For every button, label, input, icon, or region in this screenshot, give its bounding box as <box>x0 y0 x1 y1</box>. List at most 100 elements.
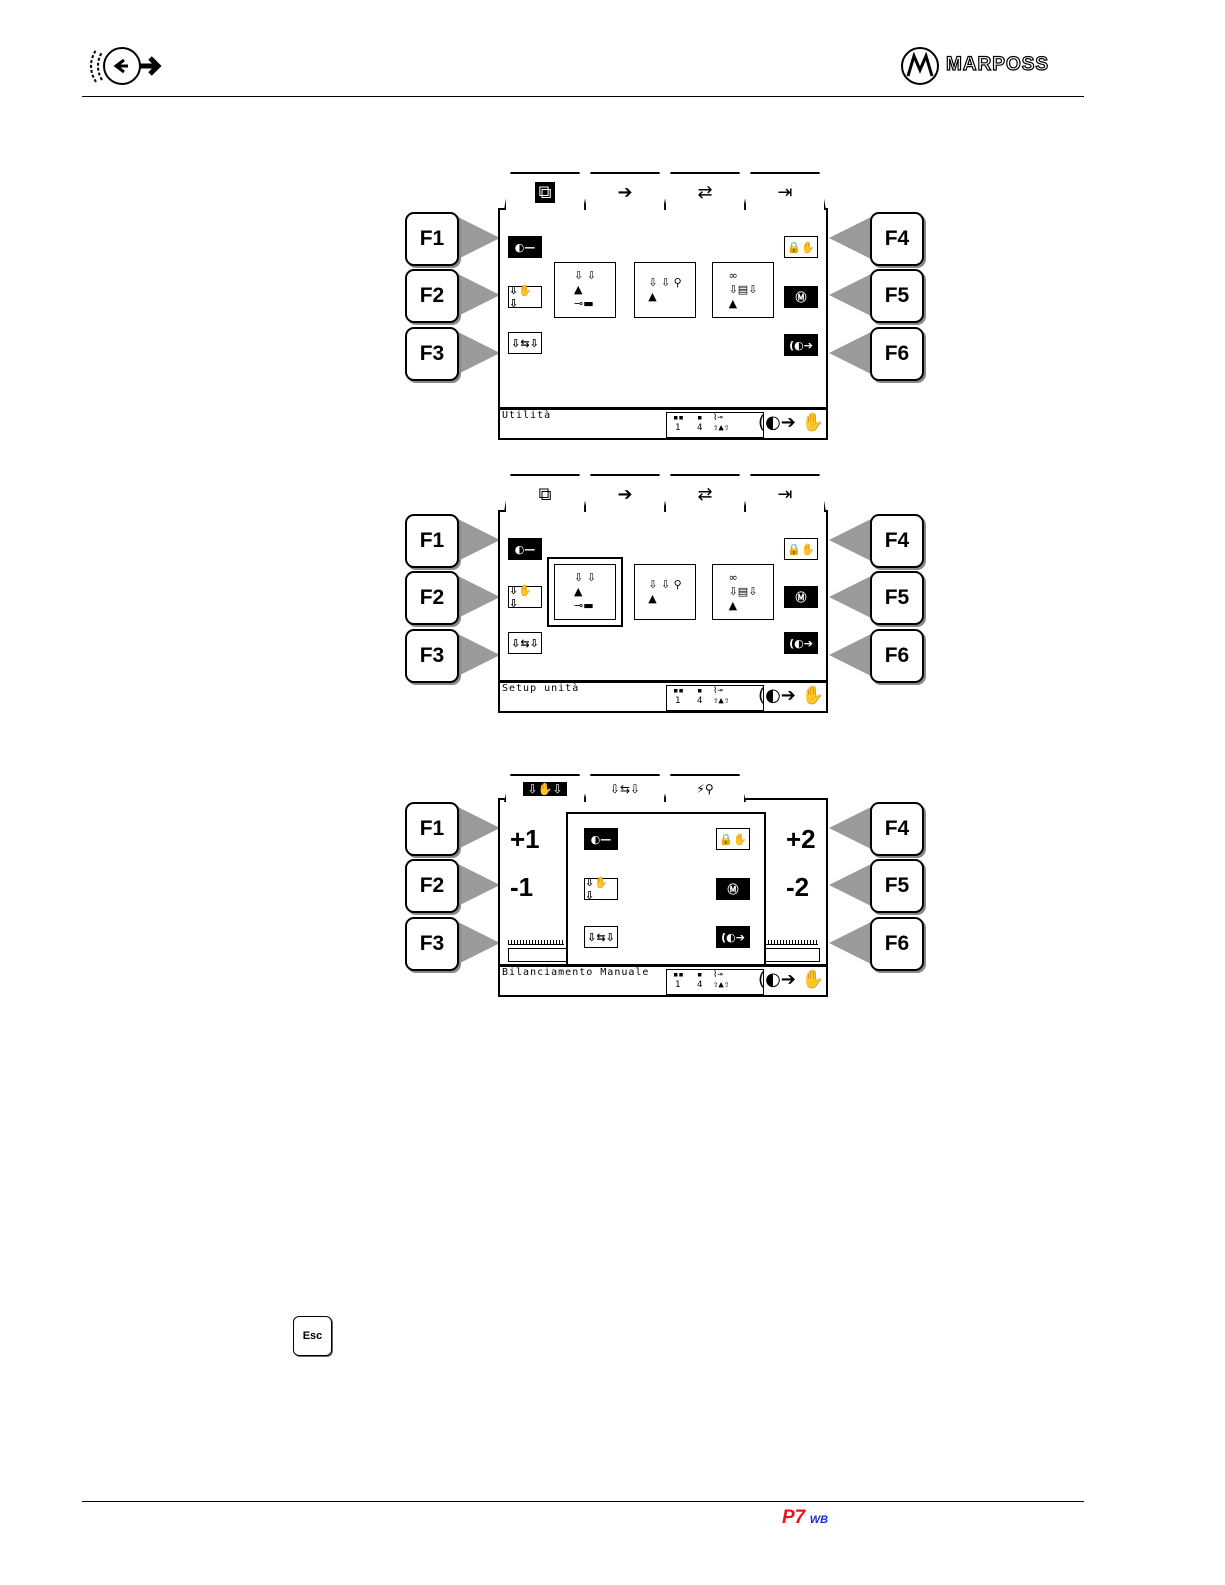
f1-key[interactable]: F1 <box>405 514 459 568</box>
tab-exit[interactable]: ⇥ <box>744 172 826 210</box>
lcd-screen-manual-balance: ⇩✋⇩ ⇩⇆⇩ ⚡⚲ +1 -1 +2 -2 ◐— ⇩✋⇩ ⇩⇆⇩ 🔒✋ Ⓜ (… <box>498 774 828 997</box>
indicator-1: 1 <box>675 980 681 990</box>
manual-balance-icon: ⇩✋⇩ <box>508 584 542 610</box>
status-text: Utilità <box>502 410 552 421</box>
lcd-screen-setup: ⧉ ➔ ⇄ ⇥ ◐— ⇩✋⇩ ⇩⇆⇩ 🔒✋ Ⓜ (◐➔ ⇩ ⇩▲⊸▬ ⇩ ⇩ ⚲… <box>498 474 828 713</box>
f6-key[interactable]: F6 <box>870 917 924 971</box>
manual-balance-icon: ⇩✋⇩ <box>508 284 542 310</box>
f3-key[interactable]: F3 <box>405 917 459 971</box>
minus2-label: -2 <box>786 872 810 902</box>
folder-view-docs-icon[interactable]: ∞⇩▤⇩▲ <box>712 262 774 318</box>
f2-key[interactable]: F2 <box>405 571 459 625</box>
tab-sensor[interactable]: ⚡⚲ <box>664 774 746 802</box>
auto-balance-icon[interactable]: ⇩⇆⇩ <box>584 926 618 948</box>
plus2-label: +2 <box>786 824 816 854</box>
f1-key[interactable]: F1 <box>405 802 459 856</box>
key-icon: ⌇⊸ <box>713 970 723 980</box>
signal-exchange-icon: ⇄ <box>697 181 713 203</box>
tab-bar: ⇩✋⇩ ⇩⇆⇩ ⚡⚲ <box>500 772 830 802</box>
tab-exit[interactable]: ⇥ <box>744 474 826 512</box>
manual-balance-icon[interactable]: ⇩✋⇩ <box>584 876 618 902</box>
f4-key[interactable]: F4 <box>870 802 924 856</box>
header-left-logo <box>86 42 166 90</box>
plus1-label: +1 <box>510 824 540 854</box>
m-mode-icon: Ⓜ <box>784 286 818 308</box>
f5-key[interactable]: F5 <box>870 571 924 625</box>
balancer-logo-icon <box>90 47 162 85</box>
scale-left <box>508 940 564 945</box>
balance-target-icon: ◐— <box>508 538 542 560</box>
f6-key[interactable]: F6 <box>870 629 924 683</box>
auto-balance-icon: ⇩⇆⇩ <box>609 782 641 796</box>
f3-key[interactable]: F3 <box>405 629 459 683</box>
tab-bar: ⧉ ➔ ⇄ ⇥ <box>500 472 830 512</box>
indicator-4: 4 <box>697 980 703 990</box>
f5-key[interactable]: F5 <box>870 859 924 913</box>
exit-icon: ⇥ <box>777 483 793 505</box>
balancer-logo-small-icon: (◐➔ <box>784 334 818 356</box>
folder-unit-setup-icon[interactable]: ⇩ ⇩▲⊸▬ <box>554 262 616 318</box>
balance-target-icon: ◐— <box>508 236 542 258</box>
toolbox-icon: ⧉ <box>534 483 556 505</box>
f3-key[interactable]: F3 <box>405 327 459 381</box>
tab-bar: ⧉ ➔ ⇄ ⇥ <box>500 170 830 210</box>
exit-icon: ⇥ <box>777 181 793 203</box>
tab-utility[interactable]: ⧉ <box>504 172 586 210</box>
indicator-panel: ▪▪1 ▪4 ⌇⊸⇧▲⇧ <box>666 969 764 995</box>
product-main: P7 <box>782 1507 806 1528</box>
tab-auto-balance[interactable]: ⇩⇆⇩ <box>584 774 666 802</box>
esc-key[interactable]: Esc <box>293 1316 332 1356</box>
product-sub: WB <box>809 1514 829 1526</box>
arrow-right-icon: ➔ <box>617 483 633 505</box>
tab-input[interactable]: ➔ <box>584 474 666 512</box>
f2-key[interactable]: F2 <box>405 859 459 913</box>
folder-view-docs-icon[interactable]: ∞⇩▤⇩▲ <box>712 564 774 620</box>
indicator-panel: ▪▪1 ▪4 ⌇⊸⇧▲⇧ <box>666 412 764 438</box>
f1-key[interactable]: F1 <box>405 212 459 266</box>
f4-key[interactable]: F4 <box>870 212 924 266</box>
toolbox-icon: ⧉ <box>534 181 556 203</box>
m-mode-icon[interactable]: Ⓜ <box>716 878 750 900</box>
signal-exchange-icon: ⇄ <box>697 483 713 505</box>
lcd-screen-utilita: ⧉ ➔ ⇄ ⇥ ◐— ⇩✋⇩ ⇩⇆⇩ 🔒✋ Ⓜ (◐➔ ⇩ ⇩▲⊸▬ ⇩ ⇩ ⚲… <box>498 172 828 440</box>
f6-key[interactable]: F6 <box>870 327 924 381</box>
footer-rule <box>82 1501 1084 1502</box>
tab-input[interactable]: ➔ <box>584 172 666 210</box>
manual-balance-icon: ⇩✋⇩ <box>523 782 567 796</box>
hand-icon: (◐➔ ✋ <box>758 969 824 990</box>
folder-sensor-setup-icon[interactable]: ⇩ ⇩ ⚲▲ <box>634 262 696 318</box>
balance-target-icon[interactable]: ◐— <box>584 828 618 850</box>
key-icon: ⌇⊸ <box>713 413 723 423</box>
sensor-icon: ⚡⚲ <box>696 782 714 796</box>
indicator-1: 1 <box>675 696 681 706</box>
m-mode-icon: Ⓜ <box>784 586 818 608</box>
indicator-panel: ▪▪1 ▪4 ⌇⊸⇧▲⇧ <box>666 685 764 711</box>
locked-balance-icon[interactable]: 🔒✋ <box>716 828 750 850</box>
status-bar: Utilità ▪▪1 ▪4 ⌇⊸⇧▲⇧ (◐➔ ✋ <box>498 408 828 440</box>
status-bar: Setup unità ▪▪1 ▪4 ⌇⊸⇧▲⇧ (◐➔ ✋ <box>498 681 828 713</box>
balancer-logo-small-icon: (◐➔ <box>784 632 818 654</box>
hand-icon: (◐➔ ✋ <box>758 685 824 706</box>
auto-balance-icon: ⇩⇆⇩ <box>508 332 542 354</box>
balancer-logo-small-icon[interactable]: (◐➔ <box>716 926 750 948</box>
tab-signal[interactable]: ⇄ <box>664 474 746 512</box>
footer-product-logo: P7 WB <box>782 1507 828 1529</box>
indicator-1: 1 <box>675 423 681 433</box>
f4-key[interactable]: F4 <box>870 514 924 568</box>
tab-signal[interactable]: ⇄ <box>664 172 746 210</box>
folder-sensor-setup-icon[interactable]: ⇩ ⇩ ⚲▲ <box>634 564 696 620</box>
folder-unit-setup-icon[interactable]: ⇩ ⇩▲⊸▬ <box>547 557 623 627</box>
f2-key[interactable]: F2 <box>405 269 459 323</box>
indicator-4: 4 <box>697 696 703 706</box>
hand-icon: (◐➔ ✋ <box>758 412 824 433</box>
status-bar: Bilanciamento Manuale ▪▪1 ▪4 ⌇⊸⇧▲⇧ (◐➔ ✋ <box>498 965 828 997</box>
header-rule <box>82 96 1084 97</box>
tab-manual-balance[interactable]: ⇩✋⇩ <box>504 774 586 802</box>
locked-balance-icon: 🔒✋ <box>784 236 818 258</box>
status-text: Bilanciamento Manuale <box>502 967 650 978</box>
scale-right <box>762 940 818 945</box>
locked-balance-icon: 🔒✋ <box>784 538 818 560</box>
tab-utility[interactable]: ⧉ <box>504 474 586 512</box>
f5-key[interactable]: F5 <box>870 269 924 323</box>
indicator-4: 4 <box>697 423 703 433</box>
